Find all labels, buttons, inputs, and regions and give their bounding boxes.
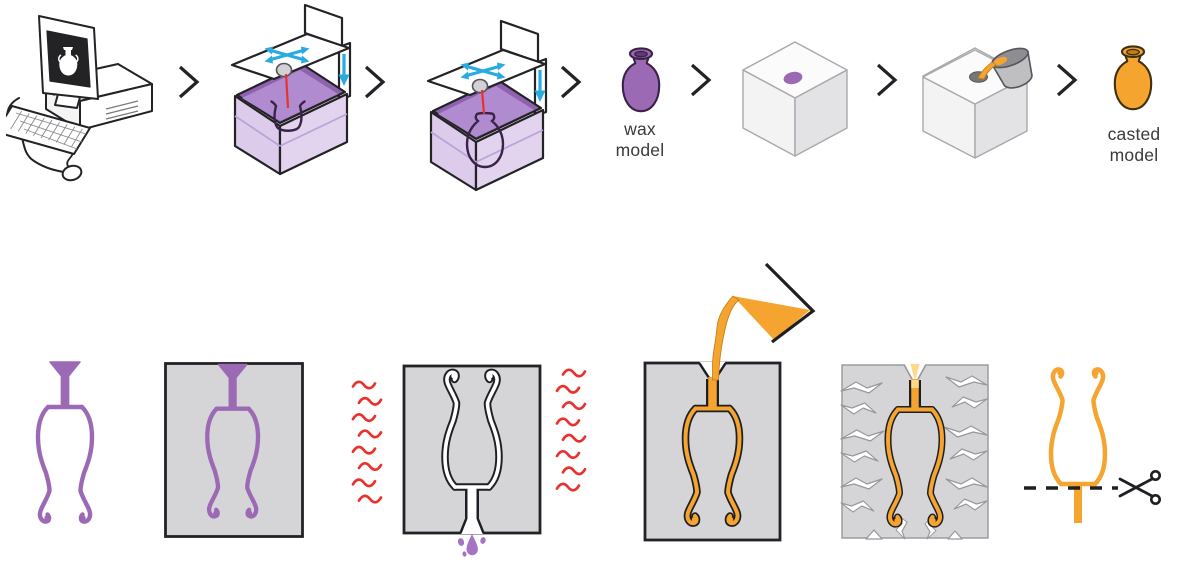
resin-vat: [233, 62, 349, 176]
laser-beam: [480, 89, 486, 115]
chevron-arrow-icon: [690, 63, 711, 97]
case-vents: [105, 100, 139, 120]
wax-model-icon: [621, 47, 661, 113]
mold-block: [643, 361, 782, 542]
chevron-arrow-icon: [876, 63, 897, 97]
keyboard: [6, 105, 91, 155]
computer-3d-model-icon: [6, 15, 153, 182]
scissors-icon: [1118, 470, 1162, 506]
sprue-funnel: [49, 361, 81, 409]
wax-spot: [783, 71, 803, 85]
sprue-stub: [1074, 484, 1082, 523]
print-head: [275, 62, 293, 78]
metal-stream: [712, 295, 740, 381]
crucible-pour-icon: [712, 262, 816, 381]
invested-mold-icon: [164, 362, 304, 538]
printed-part-start: [270, 100, 306, 132]
down-arrow-icon: [338, 54, 350, 86]
laser-beam: [284, 73, 290, 109]
printer-start-icon: [230, 3, 352, 176]
metal-stream: [977, 61, 997, 80]
wax-model-label: wax model: [615, 119, 665, 160]
chevron-arrow-icon: [178, 65, 199, 99]
empty-cavity-channel: [444, 371, 500, 534]
print-head: [471, 78, 489, 94]
crucible-icon: [990, 47, 1033, 89]
casted-model-icon: [1113, 45, 1153, 111]
resin-vat: [429, 78, 545, 192]
cut-sprue-step: [1024, 368, 1162, 523]
mold-cube-icon: [742, 41, 848, 157]
burnout-step: [351, 364, 587, 557]
xy-arrows-icon: [264, 46, 310, 64]
broken-mold-step: [840, 363, 989, 540]
wax-pattern-sprue-icon: [37, 361, 93, 523]
mouse: [61, 164, 83, 182]
pour-into-mold-icon: [922, 47, 1033, 159]
wax-drips: [457, 534, 486, 557]
casted-model-label: casted model: [1107, 124, 1161, 165]
cast-in-broken-mold: [887, 379, 943, 526]
cast-vase-inverted: [1050, 368, 1106, 485]
filled-cavity: [685, 377, 740, 525]
vase-on-screen: [58, 47, 79, 76]
cracks: [840, 375, 988, 540]
down-arrow-icon: [534, 70, 546, 102]
xy-arrows-icon: [460, 62, 506, 80]
pour-step: [643, 262, 816, 542]
printer-finish-icon: [426, 19, 548, 192]
